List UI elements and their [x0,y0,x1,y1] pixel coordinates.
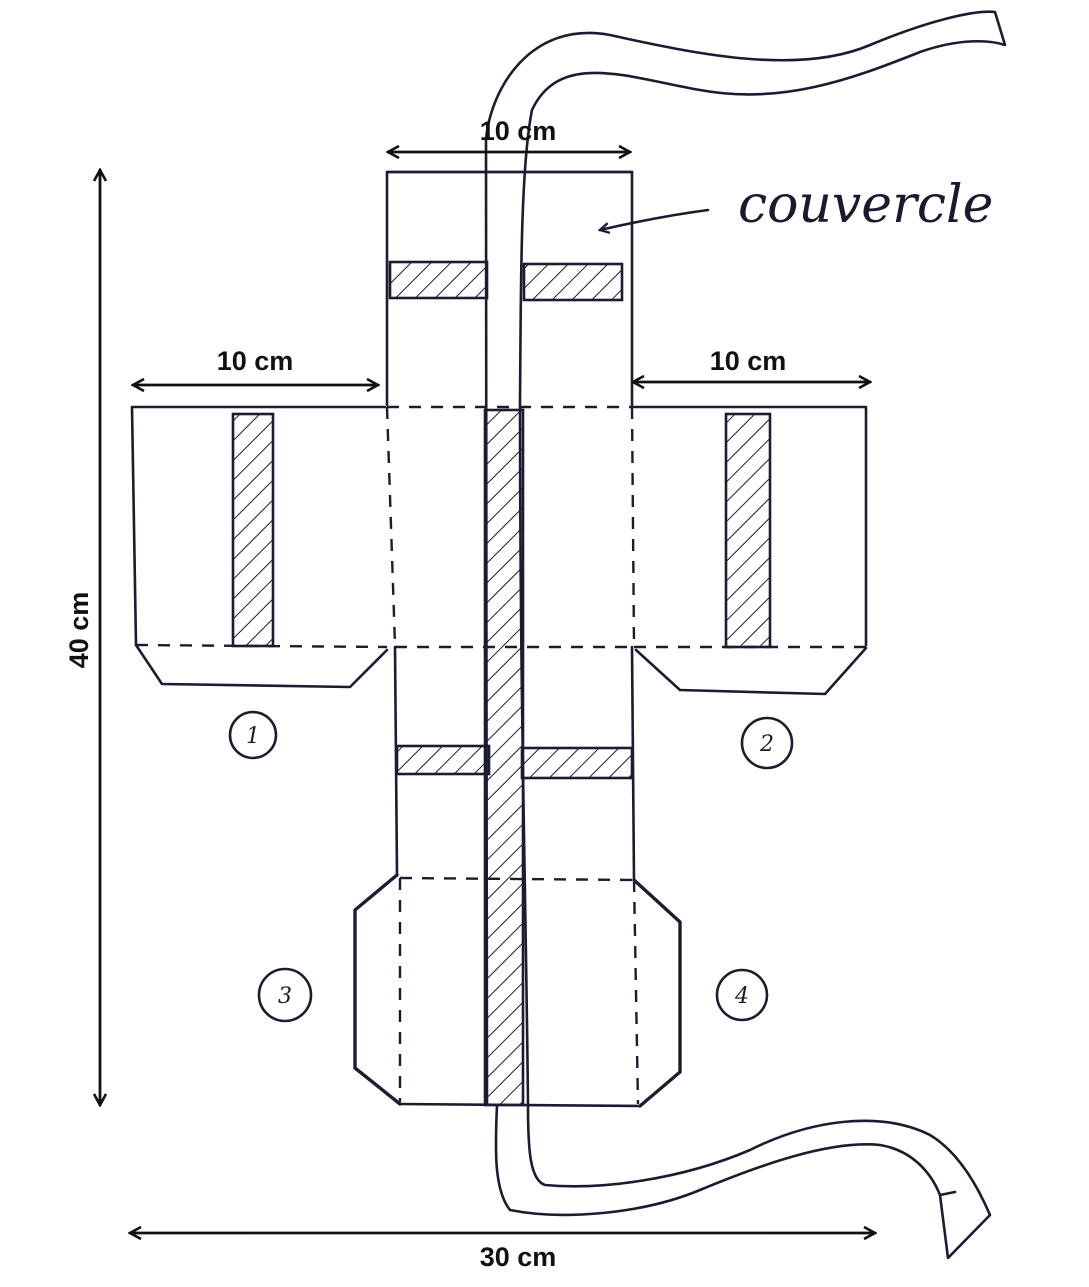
center-strip [483,408,525,1107]
lid-pointer-arrow [600,208,710,230]
total-width-label: 30 cm [480,1242,557,1272]
lid-slot-left [388,260,489,300]
right-width-label: 10 cm [710,346,787,376]
front-slot-right [520,746,634,780]
panel1-strip [231,412,275,648]
left-width-label: 10 cm [217,346,294,376]
side-panel-1 [130,405,389,760]
front-slot-left [395,744,491,776]
panel2-number: 2 [759,732,774,757]
top-width-label: 10 cm [480,116,557,146]
lid-panel [385,170,634,407]
lid-slot-right [522,262,624,302]
panel4-number: 4 [734,984,749,1009]
bottom-panel [257,873,769,1108]
panel3-circle [257,967,313,1023]
height-label: 40 cm [64,592,94,669]
lid-label: couvercle [738,175,993,235]
ribbon [484,10,1007,1260]
panel4-circle [715,968,769,1022]
panel2-strip [724,412,772,649]
center-column [385,405,636,1107]
panel1-circle [228,710,278,760]
panel1-number: 1 [246,724,260,749]
panel2-circle [740,716,794,770]
panel3-number: 3 [278,984,292,1009]
side-panel-2 [630,405,868,770]
